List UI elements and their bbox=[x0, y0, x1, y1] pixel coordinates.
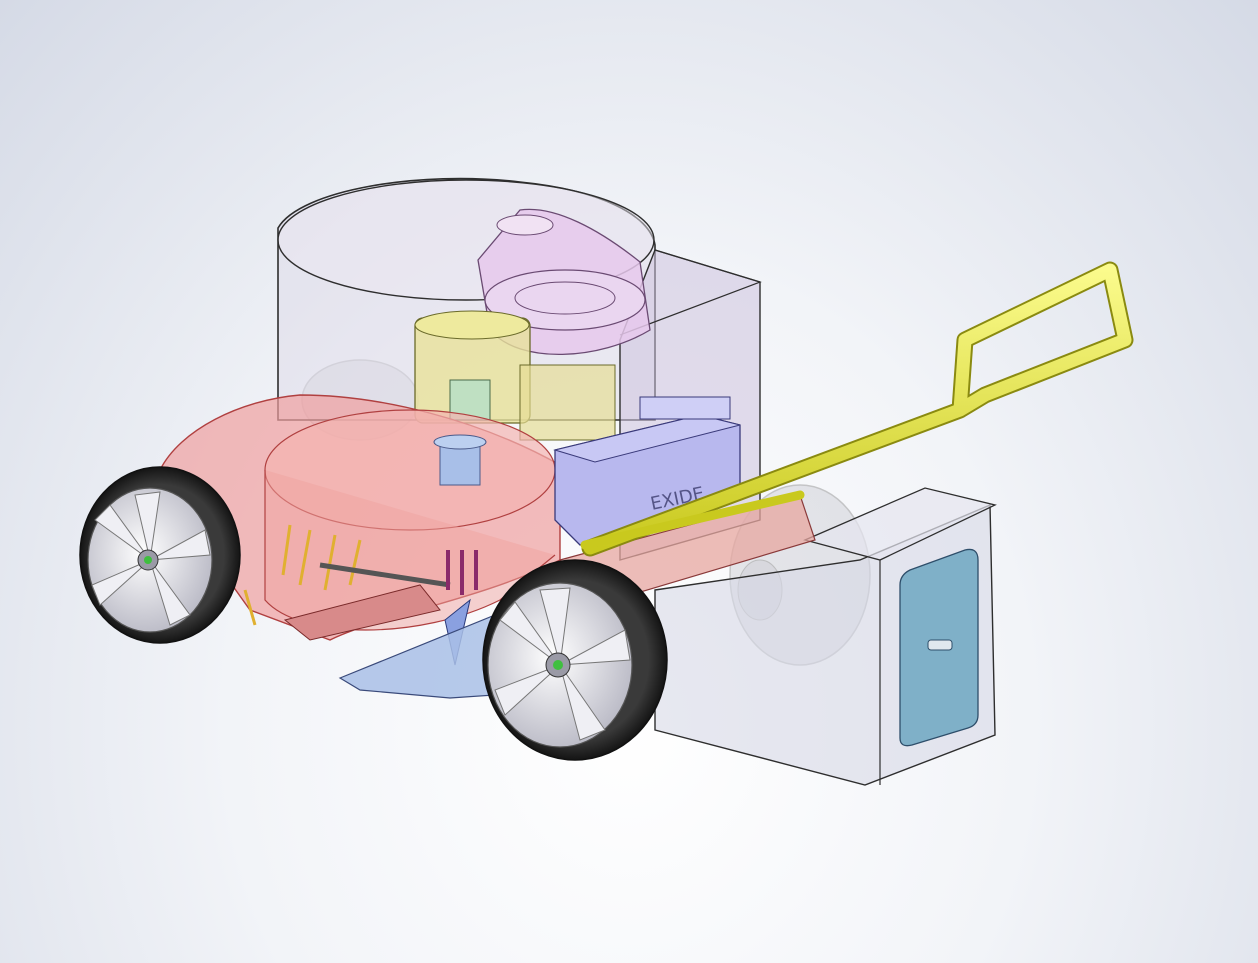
push-handle bbox=[580, 261, 1134, 557]
blade-base-plate bbox=[338, 614, 496, 699]
electric-motor bbox=[414, 310, 616, 441]
mower-deck bbox=[159, 394, 561, 666]
grass-bin bbox=[654, 487, 997, 786]
front-right-wheel bbox=[482, 559, 668, 761]
front-left-wheel bbox=[79, 466, 241, 644]
bin-door-handle bbox=[927, 639, 953, 651]
